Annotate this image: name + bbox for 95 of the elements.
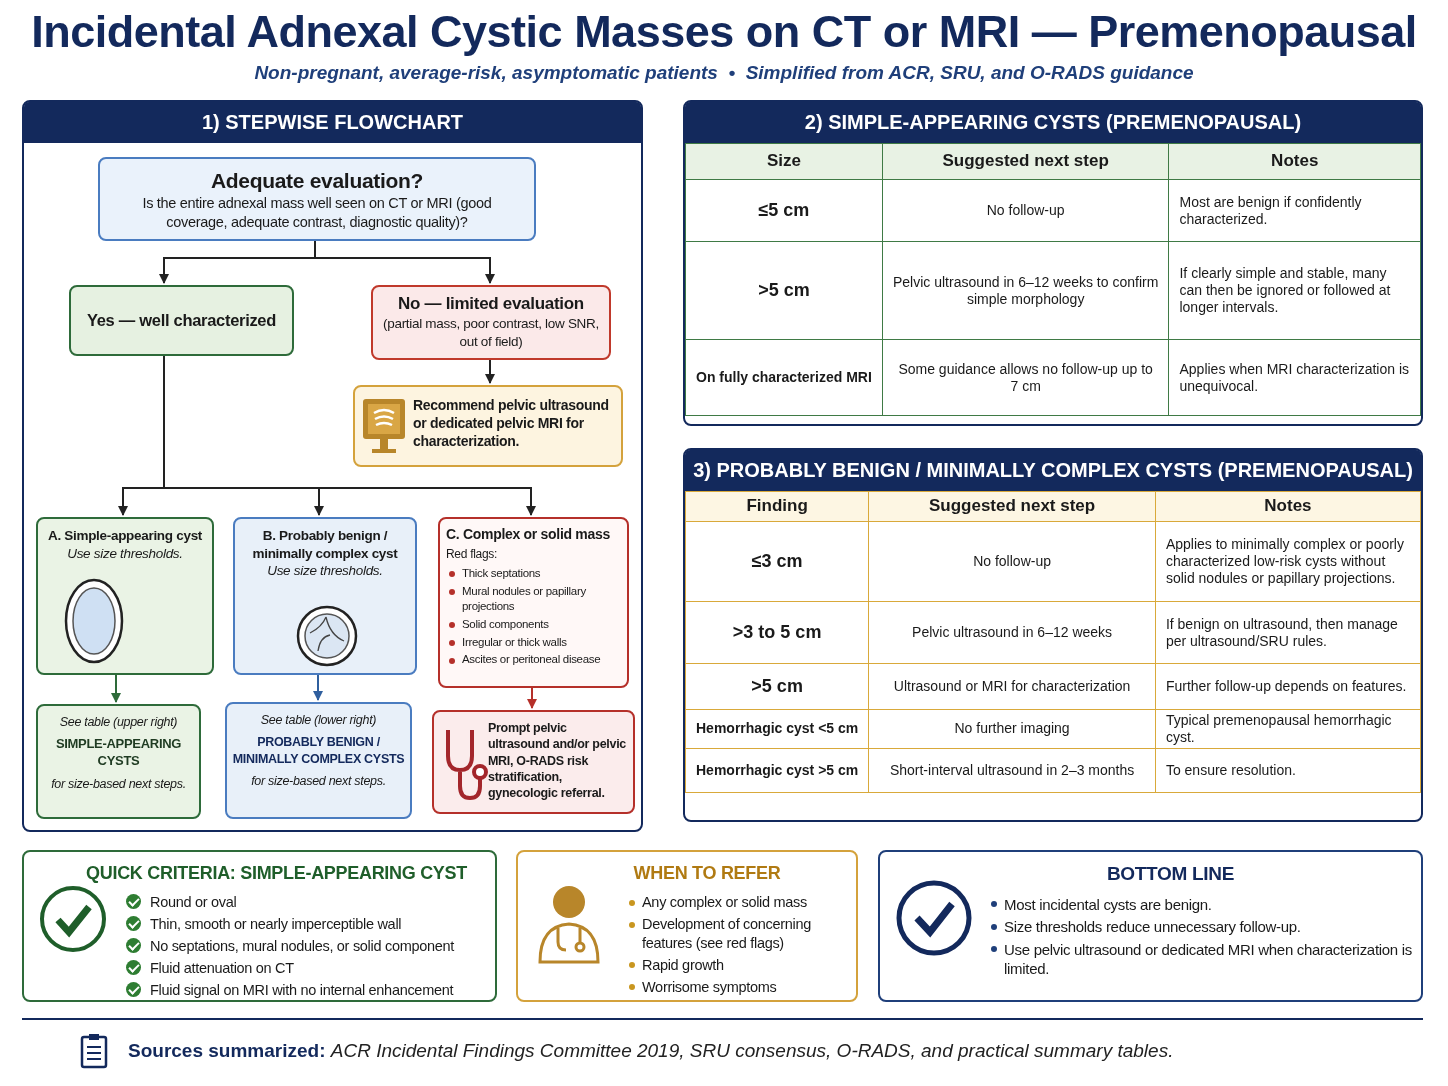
finding-label: >5 cm: [685, 241, 883, 340]
column-header: Notes: [1155, 491, 1421, 522]
list-item: Mural nodules or papillary projections: [446, 583, 621, 614]
box-text: PROBABLY BENIGN / MINIMALLY COMPLEX CYSTS: [231, 734, 406, 767]
list-item: Irregular or thick walls: [446, 634, 621, 650]
panel-title: 1) STEPWISE FLOWCHART: [24, 102, 641, 143]
next-step-text: No follow-up: [882, 179, 1169, 242]
arrow: [313, 672, 323, 701]
subtitle: Non-pregnant, average-risk, asymptomatic patients • Simplified from ACR, SRU, and O-RADS guidance: [253, 62, 1195, 84]
flowchart-panel: [22, 100, 643, 832]
box-heading: See table (lower right): [259, 712, 378, 729]
finding-label: >5 cm: [685, 663, 869, 710]
column-header: Suggested next step: [868, 491, 1156, 522]
column-header: Size: [685, 143, 883, 180]
table-panel: [683, 100, 1423, 426]
box-heading: QUICK CRITERIA: SIMPLE-APPEARING CYST: [85, 862, 468, 885]
list-item: Size thresholds reduce unnecessary follow-up.: [988, 917, 1413, 937]
list-item: Fluid signal on MRI with no internal enhancement: [126, 980, 487, 1000]
list-item: Fluid attenuation on CT: [126, 958, 487, 978]
box-heading: WHEN TO REFER: [632, 862, 782, 885]
note-text: If benign on ultrasound, then manage per ultrasound/SRU rules.: [1155, 601, 1421, 664]
box-heading: No — limited evaluation: [397, 293, 585, 315]
finding-label: ≤5 cm: [685, 179, 883, 242]
box-text: Red flags:: [446, 547, 499, 563]
finding-label: ≤3 cm: [685, 521, 869, 602]
table-panel: [683, 448, 1423, 822]
note-text: Typical premenopausal hemorrhagic cyst.: [1155, 709, 1421, 749]
referral-box: [432, 710, 635, 814]
next-step-text: No follow-up: [868, 521, 1156, 602]
box-heading: Recommend pelvic ultrasound or dedicated pelvic MRI for characterization.: [413, 396, 610, 451]
arrow: [111, 672, 121, 703]
list-item: Development of concerning features (see red flags): [626, 915, 848, 953]
list-item: Ascites or peritoneal disease: [446, 652, 621, 668]
criteria-panel: [22, 850, 497, 1002]
summary-panel: [878, 850, 1423, 1002]
note-text: Applies to minimally complex or poorly characterized low-risk cysts without solid nodules or papillary projections.: [1155, 521, 1421, 602]
note-text: To ensure resolution.: [1155, 748, 1421, 793]
box-text: Use size thresholds.: [66, 544, 184, 563]
box-text: (partial mass, poor contrast, low SNR, out of field): [382, 315, 600, 351]
note-text: Most are benign if confidently characterized.: [1168, 179, 1421, 242]
box-text: for size-based next steps.: [250, 772, 387, 789]
list-item: Solid components: [446, 616, 621, 632]
list-item: Any complex or solid mass: [626, 893, 848, 913]
list-item: Use pelvic ultrasound or dedicated MRI when characterization is limited.: [988, 939, 1413, 979]
column-header: Notes: [1168, 143, 1421, 180]
arrow: [527, 685, 537, 709]
box-heading: A. Simple-appearing cyst: [46, 527, 204, 545]
next-step-text: Short-interval ultrasound in 2–3 months: [868, 748, 1156, 793]
category-box: [233, 517, 417, 675]
box-heading: BOTTOM LINE: [1105, 862, 1236, 886]
category-box: [438, 517, 629, 688]
box-heading: B. Probably benign / minimally complex cyst: [251, 527, 399, 563]
finding-label: Hemorrhagic cyst >5 cm: [685, 748, 869, 793]
finding-label: Hemorrhagic cyst <5 cm: [685, 709, 869, 749]
next-step-text: Pelvic ultrasound in 6–12 weeks to confirm simple morphology: [882, 241, 1169, 340]
finding-label: On fully characterized MRI: [685, 339, 883, 416]
column-header: Suggested next step: [882, 143, 1169, 180]
outcome-box: [69, 285, 294, 356]
outcome-box: [371, 285, 611, 360]
panel-title: 2) SIMPLE-APPEARING CYSTS (PREMENOPAUSAL): [685, 102, 1421, 143]
next-step-text: Ultrasound or MRI for characterization: [868, 663, 1156, 710]
box-heading: See table (upper right): [58, 714, 179, 731]
list-item: Thin, smooth or nearly imperceptible wall: [126, 915, 487, 935]
next-step-box: [225, 702, 412, 819]
page-title: Incidental Adnexal Cystic Masses on CT or MRI — Premenopausal: [30, 6, 1418, 58]
list-item: Round or oval: [126, 893, 487, 913]
next-step-text: No further imaging: [868, 709, 1156, 749]
box-text: Is the entire adnexal mass well seen on CT or MRI (good coverage, adequate contrast, diagnostic quality)?: [141, 194, 493, 232]
finding-label: >3 to 5 cm: [685, 601, 869, 664]
list-item: No septations, mural nodules, or solid component: [126, 937, 487, 956]
box-text: SIMPLE-APPEARING CYSTS: [54, 736, 183, 771]
arrow: [485, 357, 495, 384]
box-heading: Yes — well characterized: [85, 310, 278, 331]
next-step-text: Pelvic ultrasound in 6–12 weeks: [868, 601, 1156, 664]
note-text: Further follow-up depends on features.: [1155, 663, 1421, 710]
list-item: Most incidental cysts are benign.: [988, 894, 1413, 915]
column-header: Finding: [685, 491, 869, 522]
recommendation-box: [353, 385, 623, 467]
decision-box: [98, 157, 536, 241]
box-text: Use size thresholds.: [266, 562, 384, 580]
box-heading: C. Complex or solid mass: [446, 525, 611, 544]
box-heading: Adequate evaluation?: [209, 168, 425, 194]
list-item: Rapid growth: [626, 955, 848, 975]
note-text: If clearly simple and stable, many can then be ignored or followed at longer intervals.: [1168, 241, 1421, 340]
next-step-text: Some guidance allows no follow-up up to 7 cm: [882, 339, 1169, 416]
source-note: Sources summarized: ACR Incidental Findings Committee 2019, SRU consensus, O-RADS, and practical summary tables.: [128, 1040, 1174, 1062]
category-box: [36, 517, 214, 675]
panel-title: 3) PROBABLY BENIGN / MINIMALLY COMPLEX CYSTS (PREMENOPAUSAL): [685, 450, 1421, 491]
list-item: Thick septations: [446, 565, 621, 581]
referral-panel: [516, 850, 858, 1002]
next-step-box: [36, 704, 201, 819]
box-text: for size-based next steps.: [50, 776, 187, 793]
box-heading: Prompt pelvic ultrasound and/or pelvic MRI, O-RADS risk stratification, gynecologic referral.: [488, 720, 627, 802]
note-text: Applies when MRI characterization is unequivocal.: [1168, 339, 1421, 416]
list-item: Worrisome symptoms: [626, 977, 848, 997]
